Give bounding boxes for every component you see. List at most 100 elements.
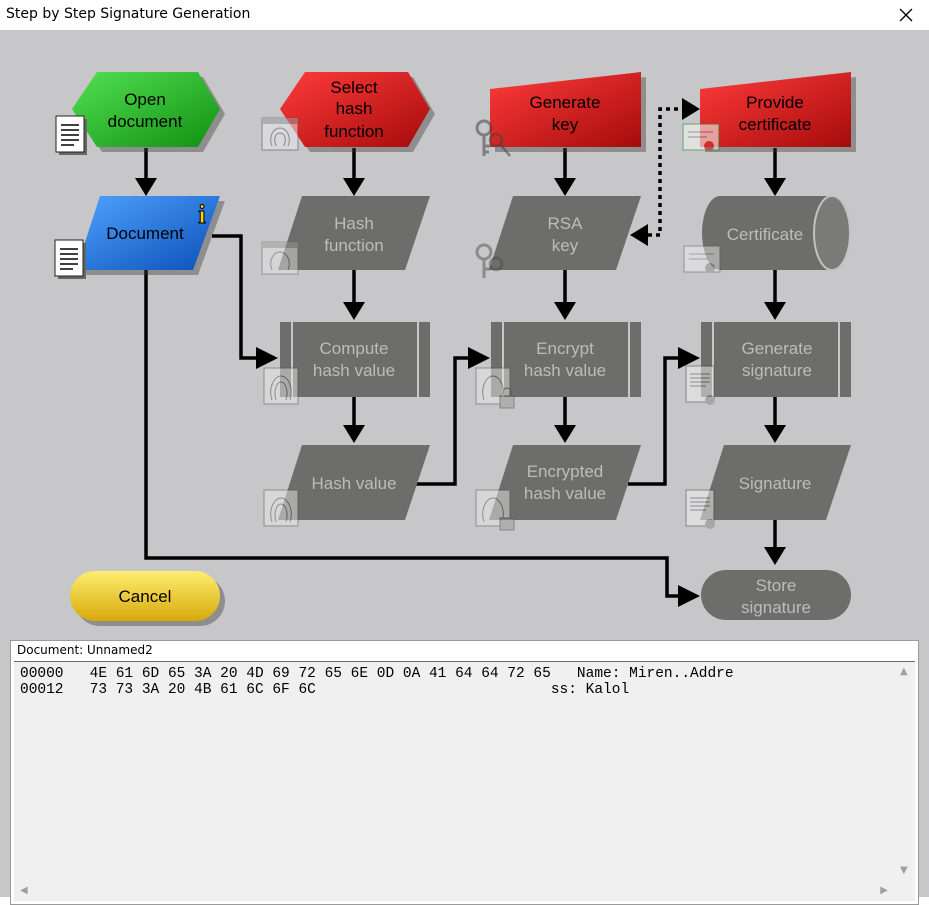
hex-row: 00012 73 73 3A 20 4B 61 6C 6F 6C ss: Kal… [20, 682, 629, 698]
svg-text:Hash: Hash [334, 214, 374, 233]
svg-text:Generate: Generate [530, 93, 601, 112]
hex-viewer-panel: Document: Unnamed2 00000 4E 61 6D 65 3A … [10, 640, 919, 905]
document-icon-2 [54, 239, 86, 279]
dialog-body: Open document Select hash function Gener… [0, 30, 929, 905]
encrypt-hash-label-1: Encrypt [536, 339, 594, 358]
keys-icon [475, 119, 511, 157]
encrypt-hash-value-node[interactable]: Encrypt hash value [491, 322, 641, 397]
encrypt-hash-label-2: hash value [524, 361, 606, 380]
vertical-scrollbar[interactable]: ▲ ▼ [895, 662, 915, 880]
document-node[interactable]: Document i [76, 196, 225, 275]
cancel-label: Cancel [119, 587, 172, 606]
svg-text:Cancel: Cancel [119, 587, 172, 606]
svg-text:Select: Select [330, 78, 378, 97]
select-hash-label-1: Select [330, 78, 378, 97]
hex-ascii: Name: Miren..Addre [576, 666, 734, 682]
svg-text:Encrypt: Encrypt [536, 339, 594, 358]
open-document-label-1: Open [124, 90, 166, 109]
svg-text:hash value: hash value [313, 361, 395, 380]
certificate-icon-2 [683, 245, 721, 273]
provide-certificate-label-1: Provide [746, 93, 804, 112]
hex-offset: 00000 [20, 666, 64, 682]
compute-hash-label-2: hash value [313, 361, 395, 380]
info-icon[interactable]: i [198, 200, 206, 230]
generate-signature-node[interactable]: Generate signature [701, 322, 851, 397]
svg-text:Compute: Compute [320, 339, 389, 358]
fingerprint-window-icon [261, 117, 299, 151]
svg-text:Generate: Generate [742, 339, 813, 358]
cancel-button[interactable]: Cancel [70, 571, 225, 626]
svg-text:signature: signature [742, 361, 812, 380]
fingerprint-lock-icon-2 [475, 489, 515, 531]
scroll-up-icon[interactable]: ▲ [900, 666, 908, 677]
close-icon [899, 8, 913, 22]
select-hash-label-2: hash [336, 99, 373, 118]
select-hash-function-node[interactable]: Select hash function [280, 72, 435, 152]
keys-icon-2 [475, 243, 504, 278]
generate-key-node[interactable]: Generate key [490, 72, 646, 152]
store-signature-label-1: Store [756, 576, 797, 595]
encrypted-hash-value-node[interactable]: Encrypted hash value [489, 445, 641, 520]
flow-connectors [144, 107, 777, 598]
provide-certificate-label-2: certificate [739, 115, 812, 134]
signature-flow-diagram: Open document Select hash function Gener… [54, 72, 856, 626]
hex-offset: 00012 [20, 682, 64, 698]
open-document-node[interactable]: Open document [72, 72, 225, 152]
hex-viewer-title: Document: Unnamed2 [17, 643, 153, 657]
store-signature-node[interactable]: Store signature [701, 570, 851, 620]
hash-value-label: Hash value [311, 474, 396, 493]
fingerprint-lock-icon [475, 367, 515, 409]
rsa-key-node[interactable]: RSA key [489, 196, 641, 270]
rsa-key-label-2: key [552, 236, 579, 255]
close-button[interactable] [883, 0, 929, 30]
svg-text:function: function [324, 122, 384, 141]
window-title: Step by Step Signature Generation [6, 6, 251, 22]
generate-signature-label-2: signature [742, 361, 812, 380]
certificate-icon [682, 123, 720, 151]
open-document-label-2: document [108, 112, 183, 131]
signature-label: Signature [739, 474, 812, 493]
svg-text:Provide: Provide [746, 93, 804, 112]
hex-ascii: ss: Kalol [550, 682, 630, 698]
provide-certificate-node[interactable]: Provide certificate [700, 72, 856, 152]
svg-text:signature: signature [741, 598, 811, 617]
compute-hash-value-node[interactable]: Compute hash value [280, 322, 430, 397]
scroll-left-icon[interactable]: ◀ [20, 885, 28, 896]
document-label: Document [106, 224, 184, 243]
select-hash-label-3: function [324, 122, 384, 141]
svg-text:function: function [324, 236, 384, 255]
rsa-key-label-1: RSA [548, 214, 584, 233]
hex-bytes: 4E 61 6D 65 3A 20 4D 69 72 65 6E 0D 0A 4… [89, 666, 551, 682]
svg-text:RSA: RSA [548, 214, 584, 233]
hex-row: 00000 4E 61 6D 65 3A 20 4D 69 72 65 6E 0… [20, 666, 734, 682]
certificate-node[interactable]: Certificate [702, 195, 851, 271]
scroll-right-icon[interactable]: ▶ [880, 885, 888, 896]
hex-bytes: 73 73 3A 20 4B 61 6C 6F 6C [89, 682, 316, 698]
generate-key-label-2: key [552, 115, 579, 134]
scroll-down-icon[interactable]: ▼ [900, 865, 908, 876]
arrow-heads [135, 98, 786, 607]
signed-document-icon [685, 365, 715, 405]
store-signature-label-2: signature [741, 598, 811, 617]
generate-key-label-1: Generate [530, 93, 601, 112]
svg-text:Encrypted: Encrypted [527, 462, 604, 481]
svg-text:hash: hash [336, 99, 373, 118]
svg-text:key: key [552, 236, 579, 255]
horizontal-scrollbar[interactable]: ◀ ▶ [14, 881, 894, 901]
hex-content-area[interactable]: 00000 4E 61 6D 65 3A 20 4D 69 72 65 6E 0… [14, 661, 915, 901]
signature-node[interactable]: Signature [700, 445, 851, 520]
hash-function-node[interactable]: Hash function [278, 196, 430, 270]
svg-text:Certificate: Certificate [727, 225, 804, 244]
hash-value-node[interactable]: Hash value [278, 445, 430, 520]
svg-text:key: key [552, 115, 579, 134]
fingerprint-icon [263, 367, 299, 405]
fingerprint-window-icon-2 [261, 241, 299, 275]
svg-text:Document: Document [106, 224, 184, 243]
compute-hash-label-1: Compute [320, 339, 389, 358]
svg-text:hash value: hash value [524, 484, 606, 503]
signed-document-icon-2 [685, 489, 715, 529]
title-bar: Step by Step Signature Generation [0, 0, 929, 30]
hash-function-label-2: function [324, 236, 384, 255]
generate-signature-label-1: Generate [742, 339, 813, 358]
hash-function-label-1: Hash [334, 214, 374, 233]
